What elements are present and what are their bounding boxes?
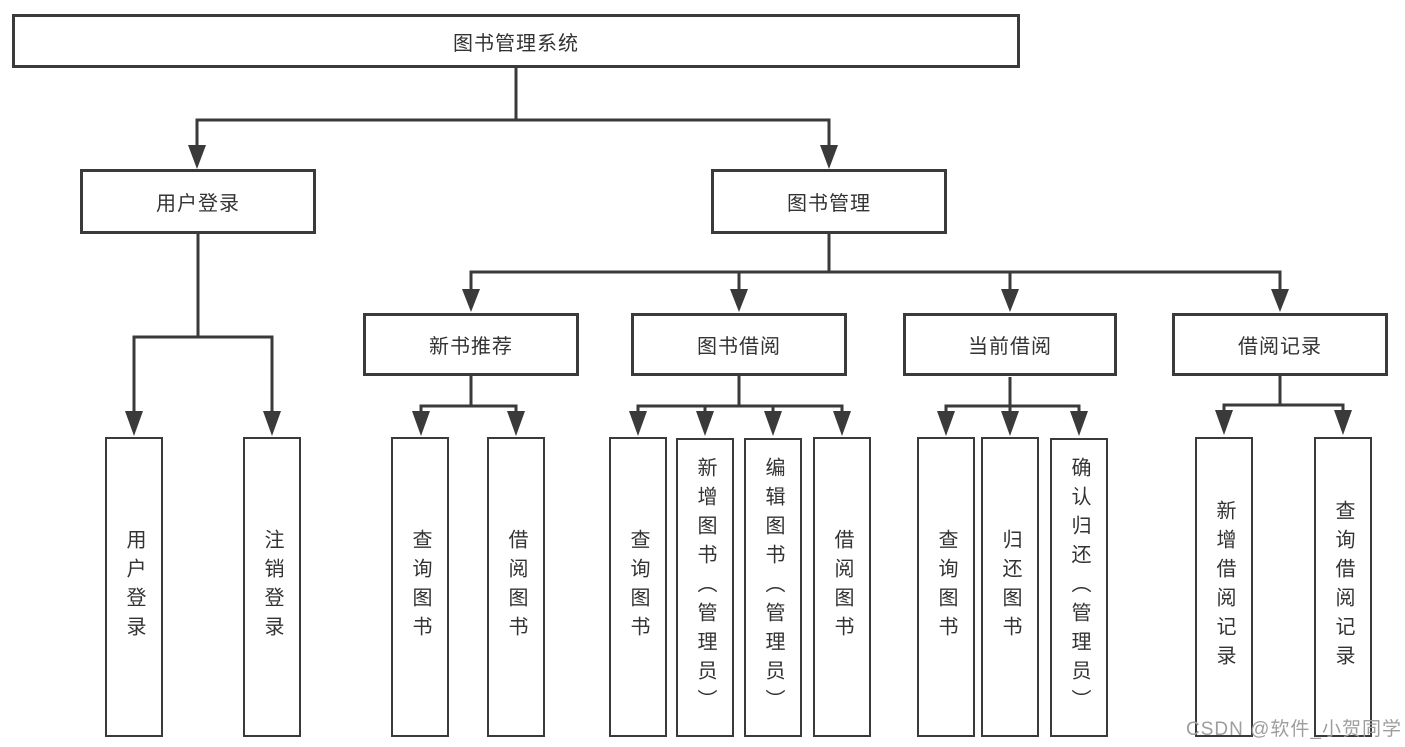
node-new-book-recommend-label: 新书推荐: [429, 336, 513, 358]
node-library-system-label: 图书管理系统: [453, 32, 579, 55]
leaf-add-book-admin: 新增图书（管理员）: [676, 438, 734, 737]
leaf-confirm-return-admin-label: 确认归还（管理员）: [1068, 457, 1090, 718]
edge-book-mgmt-children: [469, 234, 1282, 292]
node-user-login-label: 用户登录: [156, 193, 240, 215]
leaf-query-book-current-label: 查询图书: [935, 529, 957, 645]
edge-current-borrow-children: [944, 377, 1081, 414]
node-book-borrow-label: 图书借阅: [697, 336, 781, 358]
leaf-logout-label: 注销登录: [261, 529, 283, 645]
leaf-query-book-recommend-label: 查询图书: [409, 529, 431, 645]
leaf-add-book-admin-label: 新增图书（管理员）: [694, 457, 716, 718]
csdn-watermark: CSDN @软件_小贺同学: [1186, 719, 1402, 740]
leaf-logout: 注销登录: [243, 437, 301, 737]
leaf-return-book: 归还图书: [981, 437, 1039, 737]
leaf-query-borrow-record-label: 查询借阅记录: [1332, 500, 1354, 674]
node-new-book-recommend: 新书推荐: [363, 313, 579, 376]
leaf-borrow-book-label: 借阅图书: [831, 529, 853, 645]
leaf-edit-book-admin: 编辑图书（管理员）: [744, 438, 802, 737]
edge-user-login-children: [132, 234, 274, 414]
leaf-user-login-label: 用户登录: [123, 529, 145, 645]
leaf-user-login: 用户登录: [105, 437, 163, 737]
node-book-management-label: 图书管理: [787, 193, 871, 215]
leaf-query-book-current: 查询图书: [917, 437, 975, 737]
node-borrow-records-label: 借阅记录: [1238, 336, 1322, 358]
edge-new-book-rec-children: [419, 376, 518, 414]
leaf-query-book-borrow: 查询图书: [609, 437, 667, 737]
node-current-borrow-label: 当前借阅: [968, 336, 1052, 358]
node-book-management: 图书管理: [711, 169, 947, 234]
leaf-confirm-return-admin: 确认归还（管理员）: [1050, 438, 1108, 737]
leaf-borrow-book: 借阅图书: [813, 437, 871, 737]
leaf-borrow-book-recommend: 借阅图书: [487, 437, 545, 737]
leaf-return-book-label: 归还图书: [999, 529, 1021, 645]
node-current-borrow: 当前借阅: [903, 313, 1117, 376]
leaf-query-book-borrow-label: 查询图书: [627, 529, 649, 645]
edge-borrow-records-children: [1222, 376, 1345, 414]
leaf-query-borrow-record: 查询借阅记录: [1314, 437, 1372, 737]
arrowheads: [125, 145, 1352, 436]
edge-book-borrow-children: [636, 376, 844, 414]
leaf-borrow-book-recommend-label: 借阅图书: [505, 529, 527, 645]
leaf-add-borrow-record-label: 新增借阅记录: [1213, 500, 1235, 674]
leaf-query-book-recommend: 查询图书: [391, 437, 449, 737]
edge-root-to-level2: [195, 68, 831, 147]
leaf-edit-book-admin-label: 编辑图书（管理员）: [762, 457, 784, 718]
node-borrow-records: 借阅记录: [1172, 313, 1388, 376]
node-book-borrow: 图书借阅: [631, 313, 847, 376]
node-library-system: 图书管理系统: [12, 14, 1020, 68]
leaf-add-borrow-record: 新增借阅记录: [1195, 437, 1253, 737]
node-user-login: 用户登录: [80, 169, 316, 234]
